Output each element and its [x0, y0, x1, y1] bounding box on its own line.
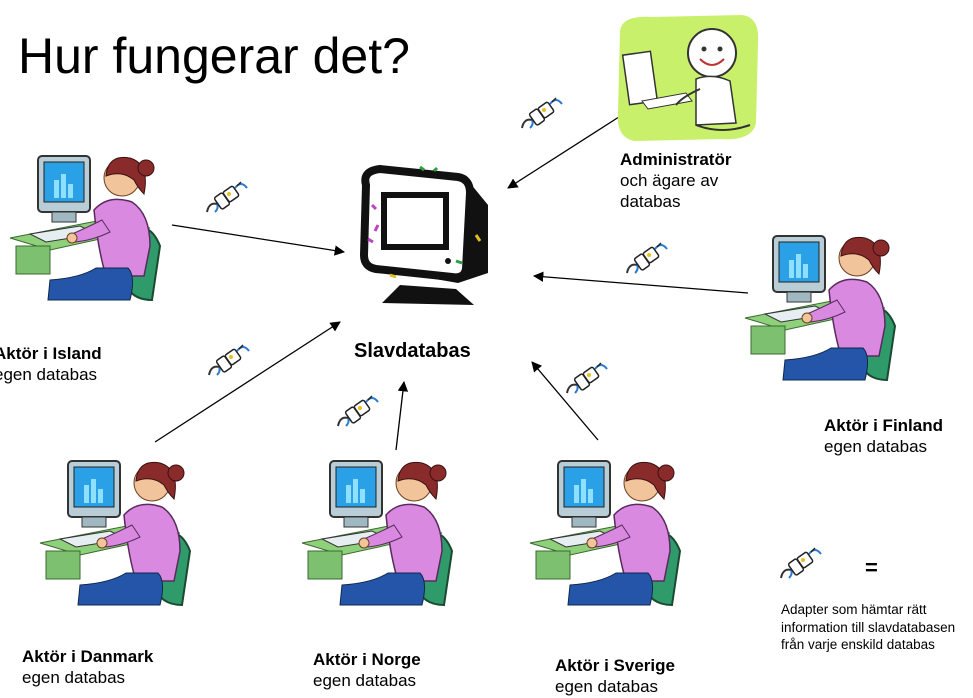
- administrator-title: Administratör: [620, 150, 732, 169]
- adapter-plug-icon: [337, 395, 379, 427]
- adapter-plug-icon: [566, 362, 608, 394]
- actor-danmark-name: Aktör i Danmark: [22, 647, 154, 666]
- actor-island-name: Aktör i Island: [0, 344, 102, 363]
- actor-danmark-sub: egen databas: [22, 668, 126, 687]
- legend-description: Adapter som hämtar rätt information till…: [781, 602, 956, 652]
- administrator-line2: och ägare av: [620, 171, 719, 190]
- administrator-label: Administratör och ägare av databas: [620, 149, 731, 212]
- actor-sverige-name: Aktör i Sverige: [555, 656, 675, 675]
- arrow-admin-to-center: [507, 114, 623, 189]
- actor-island-icon: [9, 155, 161, 301]
- administrator-icon: [617, 15, 759, 141]
- adapter-plug-icon: [521, 97, 563, 129]
- actor-norge-label: Aktör i Norge egen databas: [313, 649, 421, 691]
- actor-danmark-label: Aktör i Danmark egen databas: [22, 646, 153, 688]
- actor-finland-label: Aktör i Finland egen databas: [824, 415, 943, 457]
- actor-sverige-label: Aktör i Sverige egen databas: [555, 655, 675, 697]
- arrow-sverige-to-center: [531, 361, 599, 441]
- adapter-plug-icon: [626, 242, 668, 274]
- actor-sverige-icon: [529, 460, 681, 606]
- actor-finland-icon: [744, 235, 896, 381]
- slavdatabas-computer-icon: [359, 164, 488, 305]
- actor-finland-name: Aktör i Finland: [824, 416, 943, 435]
- arrow-norge-to-center: [395, 380, 409, 451]
- legend-equals: =: [865, 555, 878, 580]
- adapter-plug-icon: [208, 344, 250, 376]
- actor-norge-icon: [301, 460, 453, 606]
- arrow-danmark-to-center: [154, 321, 341, 443]
- slavdatabas-label: Slavdatabas: [354, 340, 471, 362]
- actor-island-sub: egen databas: [0, 365, 98, 384]
- actor-sverige-sub: egen databas: [555, 677, 659, 696]
- arrow-island-to-center: [171, 224, 346, 256]
- actor-norge-name: Aktör i Norge: [313, 650, 421, 669]
- legend-adapter-plug-icon: [780, 547, 822, 579]
- adapter-plug-icon: [206, 181, 248, 213]
- arrow-finland-to-center: [532, 271, 749, 294]
- actor-finland-sub: egen databas: [824, 437, 928, 456]
- actor-danmark-icon: [39, 460, 191, 606]
- actor-island-label: Aktör i Island egen databas: [0, 343, 102, 385]
- administrator-line3: databas: [620, 192, 681, 211]
- actor-norge-sub: egen databas: [313, 671, 417, 690]
- page-title: Hur fungerar det?: [18, 28, 410, 84]
